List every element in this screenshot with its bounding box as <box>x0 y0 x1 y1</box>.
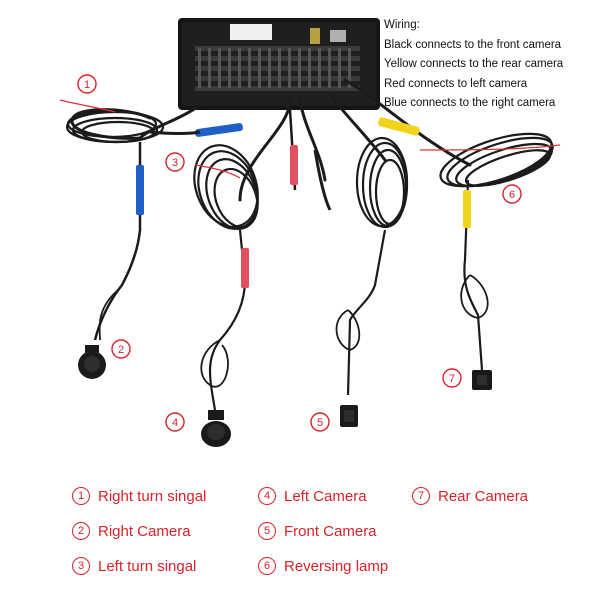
legend-label: Reversing lamp <box>284 557 389 575</box>
wiring-notes: Wiring: Black connects to the front came… <box>384 16 596 114</box>
legend-label: Front Camera <box>284 522 377 540</box>
right-camera <box>78 345 106 379</box>
legend-item-5: 5 Front Camera <box>258 522 377 540</box>
svg-text:5: 5 <box>317 417 323 429</box>
svg-text:7: 7 <box>449 373 455 385</box>
legend-item-6: 6 Reversing lamp <box>258 557 388 575</box>
legend-item-7: 7 Rear Camera <box>412 487 528 505</box>
blue-sleeve <box>136 165 144 215</box>
legend-label: Right Camera <box>98 522 191 540</box>
legend-num: 6 <box>258 557 276 575</box>
legend-item-1: 1 Right turn singal <box>72 487 206 505</box>
front-camera <box>340 405 358 427</box>
legend-item-4: 4 Left Camera <box>258 487 367 505</box>
svg-text:6: 6 <box>509 189 515 201</box>
wiring-line-red: Red connects to left camera <box>384 77 528 90</box>
legend-label: Left turn singal <box>98 557 197 575</box>
rear-camera-cable <box>463 179 484 371</box>
legend-num: 4 <box>258 487 276 505</box>
legend-label: Rear Camera <box>438 487 529 505</box>
coil-left-turn <box>193 144 259 230</box>
coil-front <box>355 136 409 229</box>
callout-3: 3 <box>165 152 185 172</box>
legend-item-2: 2 Right Camera <box>72 522 191 540</box>
svg-text:3: 3 <box>172 157 178 169</box>
front-camera-cable <box>346 229 387 396</box>
callout-7: 7 <box>442 368 462 388</box>
wiring-line-black: Black connects to the front camera <box>384 38 562 51</box>
svg-text:4: 4 <box>172 417 178 429</box>
callouts: 1 2 3 4 5 6 7 <box>77 74 522 432</box>
callout-2: 2 <box>111 339 131 359</box>
head-unit <box>178 18 380 110</box>
coil-rear <box>439 132 554 188</box>
red-wire-1 <box>59 99 116 113</box>
red-sleeve <box>241 248 249 288</box>
legend-label: Right turn singal <box>98 487 207 505</box>
coil-right-turn <box>65 109 165 144</box>
legend-num: 3 <box>72 557 90 575</box>
wiring-line-blue: Blue connects to the right camera <box>384 97 556 109</box>
legend-item-3: 3 Left turn singal <box>72 557 196 575</box>
right-camera-cable <box>93 142 142 341</box>
legend-label: Left Camera <box>284 487 367 505</box>
rear-camera <box>472 370 492 390</box>
left-camera <box>201 410 231 447</box>
svg-text:1: 1 <box>84 79 90 91</box>
legend-num: 1 <box>72 487 90 505</box>
blue-sleeve-top <box>195 123 243 137</box>
wiring-title: Wiring: <box>384 19 420 31</box>
legend-num: 5 <box>258 522 276 540</box>
callout-5: 5 <box>310 412 330 432</box>
legend-num: 7 <box>412 487 430 505</box>
left-camera-cable <box>208 229 247 411</box>
svg-text:2: 2 <box>118 344 124 356</box>
legend-num: 2 <box>72 522 90 540</box>
callout-4: 4 <box>165 412 185 432</box>
callout-6: 6 <box>502 184 522 204</box>
yellow-sleeve <box>463 190 471 228</box>
yellow-sleeve-top <box>378 117 420 136</box>
callout-1: 1 <box>77 74 97 94</box>
wiring-line-yellow: Yellow connects to the rear camera <box>384 58 564 70</box>
